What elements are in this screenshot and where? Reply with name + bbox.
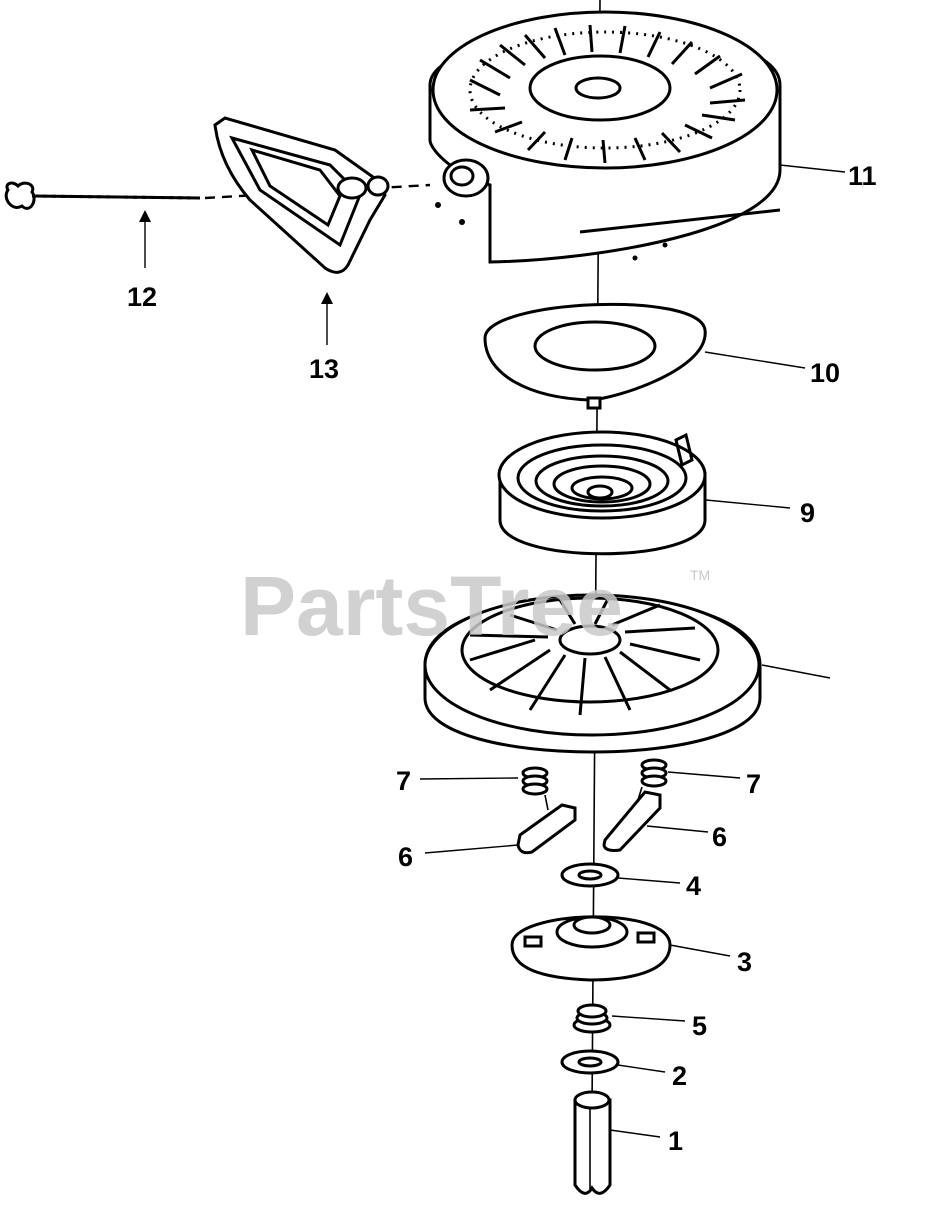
label-part-1: 1 bbox=[668, 1126, 683, 1156]
pawl-right bbox=[602, 790, 662, 852]
part-9-recoil-spring bbox=[497, 430, 707, 556]
part-13-rope-handle bbox=[213, 116, 390, 274]
watermark-trademark: TM bbox=[690, 567, 710, 583]
label-part-9: 9 bbox=[800, 498, 815, 528]
leader-lines bbox=[139, 164, 846, 1138]
label-part-2: 2 bbox=[672, 1061, 687, 1091]
part-2-washer bbox=[560, 1049, 620, 1075]
part-6-pawls bbox=[516, 790, 662, 855]
part-3-retainer bbox=[510, 915, 672, 982]
watermark-text: PartsTree bbox=[240, 559, 623, 653]
part-12-starter-rope bbox=[4, 181, 431, 210]
label-part-4: 4 bbox=[686, 871, 701, 901]
label-part-11: 11 bbox=[848, 161, 877, 191]
label-part-6-right: 6 bbox=[712, 822, 727, 852]
label-part-13: 13 bbox=[309, 354, 339, 384]
label-part-7-left: 7 bbox=[396, 766, 411, 796]
housing-vents bbox=[469, 24, 746, 164]
label-part-3: 3 bbox=[737, 947, 752, 977]
label-part-6-left: 6 bbox=[398, 842, 413, 872]
pulley bbox=[423, 593, 762, 754]
part-7-pawl-springs bbox=[521, 758, 668, 811]
part-1-pin bbox=[573, 1090, 612, 1195]
part-4-washer bbox=[560, 862, 620, 888]
pawl-spring-left bbox=[521, 766, 549, 811]
part-10-spring-cover-plate bbox=[483, 302, 707, 410]
label-part-12: 12 bbox=[127, 282, 157, 312]
part-11-starter-housing bbox=[428, 10, 782, 264]
label-part-5: 5 bbox=[692, 1011, 707, 1041]
part-5-screw bbox=[572, 1003, 612, 1034]
pulley-fins bbox=[469, 594, 701, 716]
label-part-10: 10 bbox=[810, 358, 840, 388]
pawl-left bbox=[516, 803, 577, 855]
pawl-spring-right bbox=[637, 758, 668, 801]
label-part-7-right: 7 bbox=[746, 769, 761, 799]
